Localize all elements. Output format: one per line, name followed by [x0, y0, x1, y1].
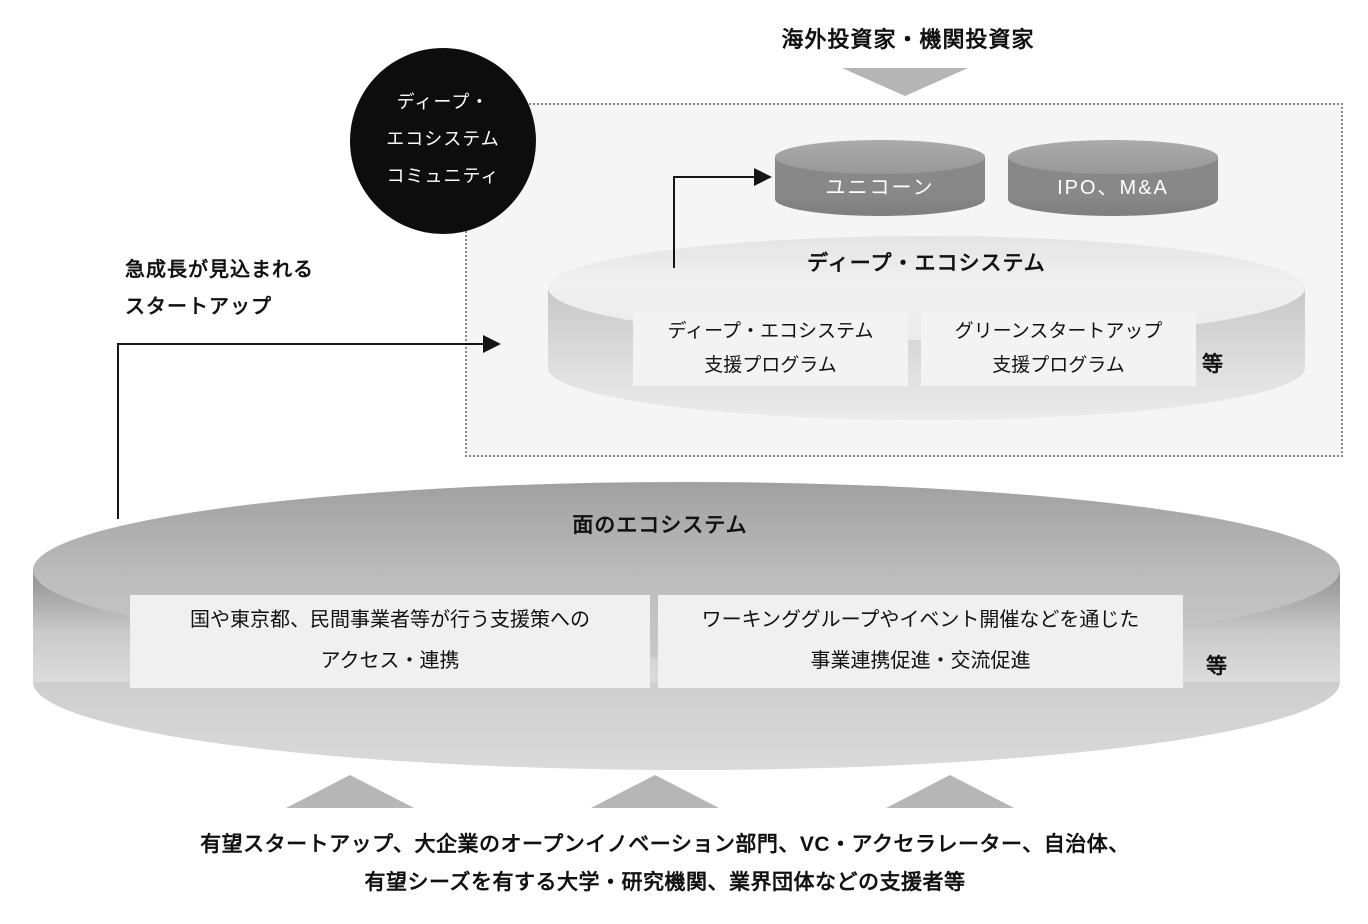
surface-ecosystem-title: 面のエコシステム: [572, 514, 748, 537]
cylinder-top-surface: [775, 140, 985, 174]
elbow-arrow-to-boundary-line: [117, 343, 485, 345]
down-arrow-icon: [842, 68, 968, 96]
cylinder-top-surface: [1008, 140, 1218, 174]
program-line: ワーキンググループやイベント開催などを通じた: [701, 609, 1140, 631]
up-arrow-icon: [591, 775, 719, 808]
program-line: 支援プログラム: [704, 355, 837, 376]
program-line: 事業連携促進・交流促進: [810, 650, 1031, 672]
surface-ecosystem-disc: 面のエコシステム 国や東京都、民間事業者等が行う支援策への アクセス・連携 ワー…: [33, 482, 1340, 770]
deep-program-box-green-startup: グリーンスタートアップ 支援プログラム: [921, 312, 1196, 386]
elbow-arrow-from-disc-line: [673, 176, 675, 268]
community-circle-line: ディープ・: [396, 92, 490, 112]
deep-etc-label: 等: [1202, 353, 1223, 376]
program-line: 支援プログラム: [992, 355, 1125, 376]
community-circle-line: エコシステム: [386, 129, 500, 149]
growth-note: 急成長が見込まれる スタートアップ: [125, 252, 314, 326]
community-circle-text: ディープ・ エコシステム コミュニティ: [350, 48, 536, 195]
community-circle: ディープ・ エコシステム コミュニティ: [350, 48, 536, 234]
program-line: アクセス・連携: [320, 650, 460, 672]
surface-program-box-access: 国や東京都、民間事業者等が行う支援策への アクセス・連携: [130, 595, 650, 688]
right-arrowhead-icon: [754, 168, 772, 186]
elbow-arrow-to-surface-line: [117, 343, 119, 519]
program-line: グリーンスタートアップ: [954, 321, 1163, 342]
deep-program-box-support: ディープ・エコシステム 支援プログラム: [633, 312, 908, 386]
right-arrowhead-icon: [483, 335, 501, 353]
ipo-ma-label: IPO、M&A: [1057, 177, 1169, 199]
overseas-investors-label: 海外投資家・機関投資家: [781, 27, 1035, 52]
unicorn-cylinder: ユニコーン: [775, 140, 985, 216]
deep-ecosystem-disc: ディープ・エコシステム ディープ・エコシステム 支援プログラム グリーンスタート…: [548, 236, 1305, 420]
supporters-caption-line: 有望シーズを有する大学・研究機関、業界団体などの支援者等: [364, 871, 966, 894]
program-line: 国や東京都、民間事業者等が行う支援策への: [190, 609, 590, 631]
deep-ecosystem-title: ディープ・エコシステム: [807, 252, 1046, 275]
supporters-caption-line: 有望スタートアップ、大企業のオープンイノベーション部門、VC・アクセラレーター、…: [200, 833, 1130, 856]
surface-etc-label: 等: [1206, 655, 1227, 678]
growth-note-line: 急成長が見込まれる: [125, 259, 314, 281]
up-arrow-icon: [286, 775, 414, 808]
up-arrow-icon: [886, 775, 1014, 808]
program-line: ディープ・エコシステム: [667, 321, 874, 342]
elbow-arrow-to-unicorn-line: [673, 176, 757, 178]
supporters-caption: 有望スタートアップ、大企業のオープンイノベーション部門、VC・アクセラレーター、…: [0, 826, 1330, 902]
growth-note-line: スタートアップ: [125, 296, 272, 318]
ipo-ma-cylinder: IPO、M&A: [1008, 140, 1218, 216]
unicorn-label: ユニコーン: [825, 177, 935, 199]
surface-program-box-working-group: ワーキンググループやイベント開催などを通じた 事業連携促進・交流促進: [658, 595, 1183, 688]
community-circle-line: コミュニティ: [386, 166, 500, 186]
